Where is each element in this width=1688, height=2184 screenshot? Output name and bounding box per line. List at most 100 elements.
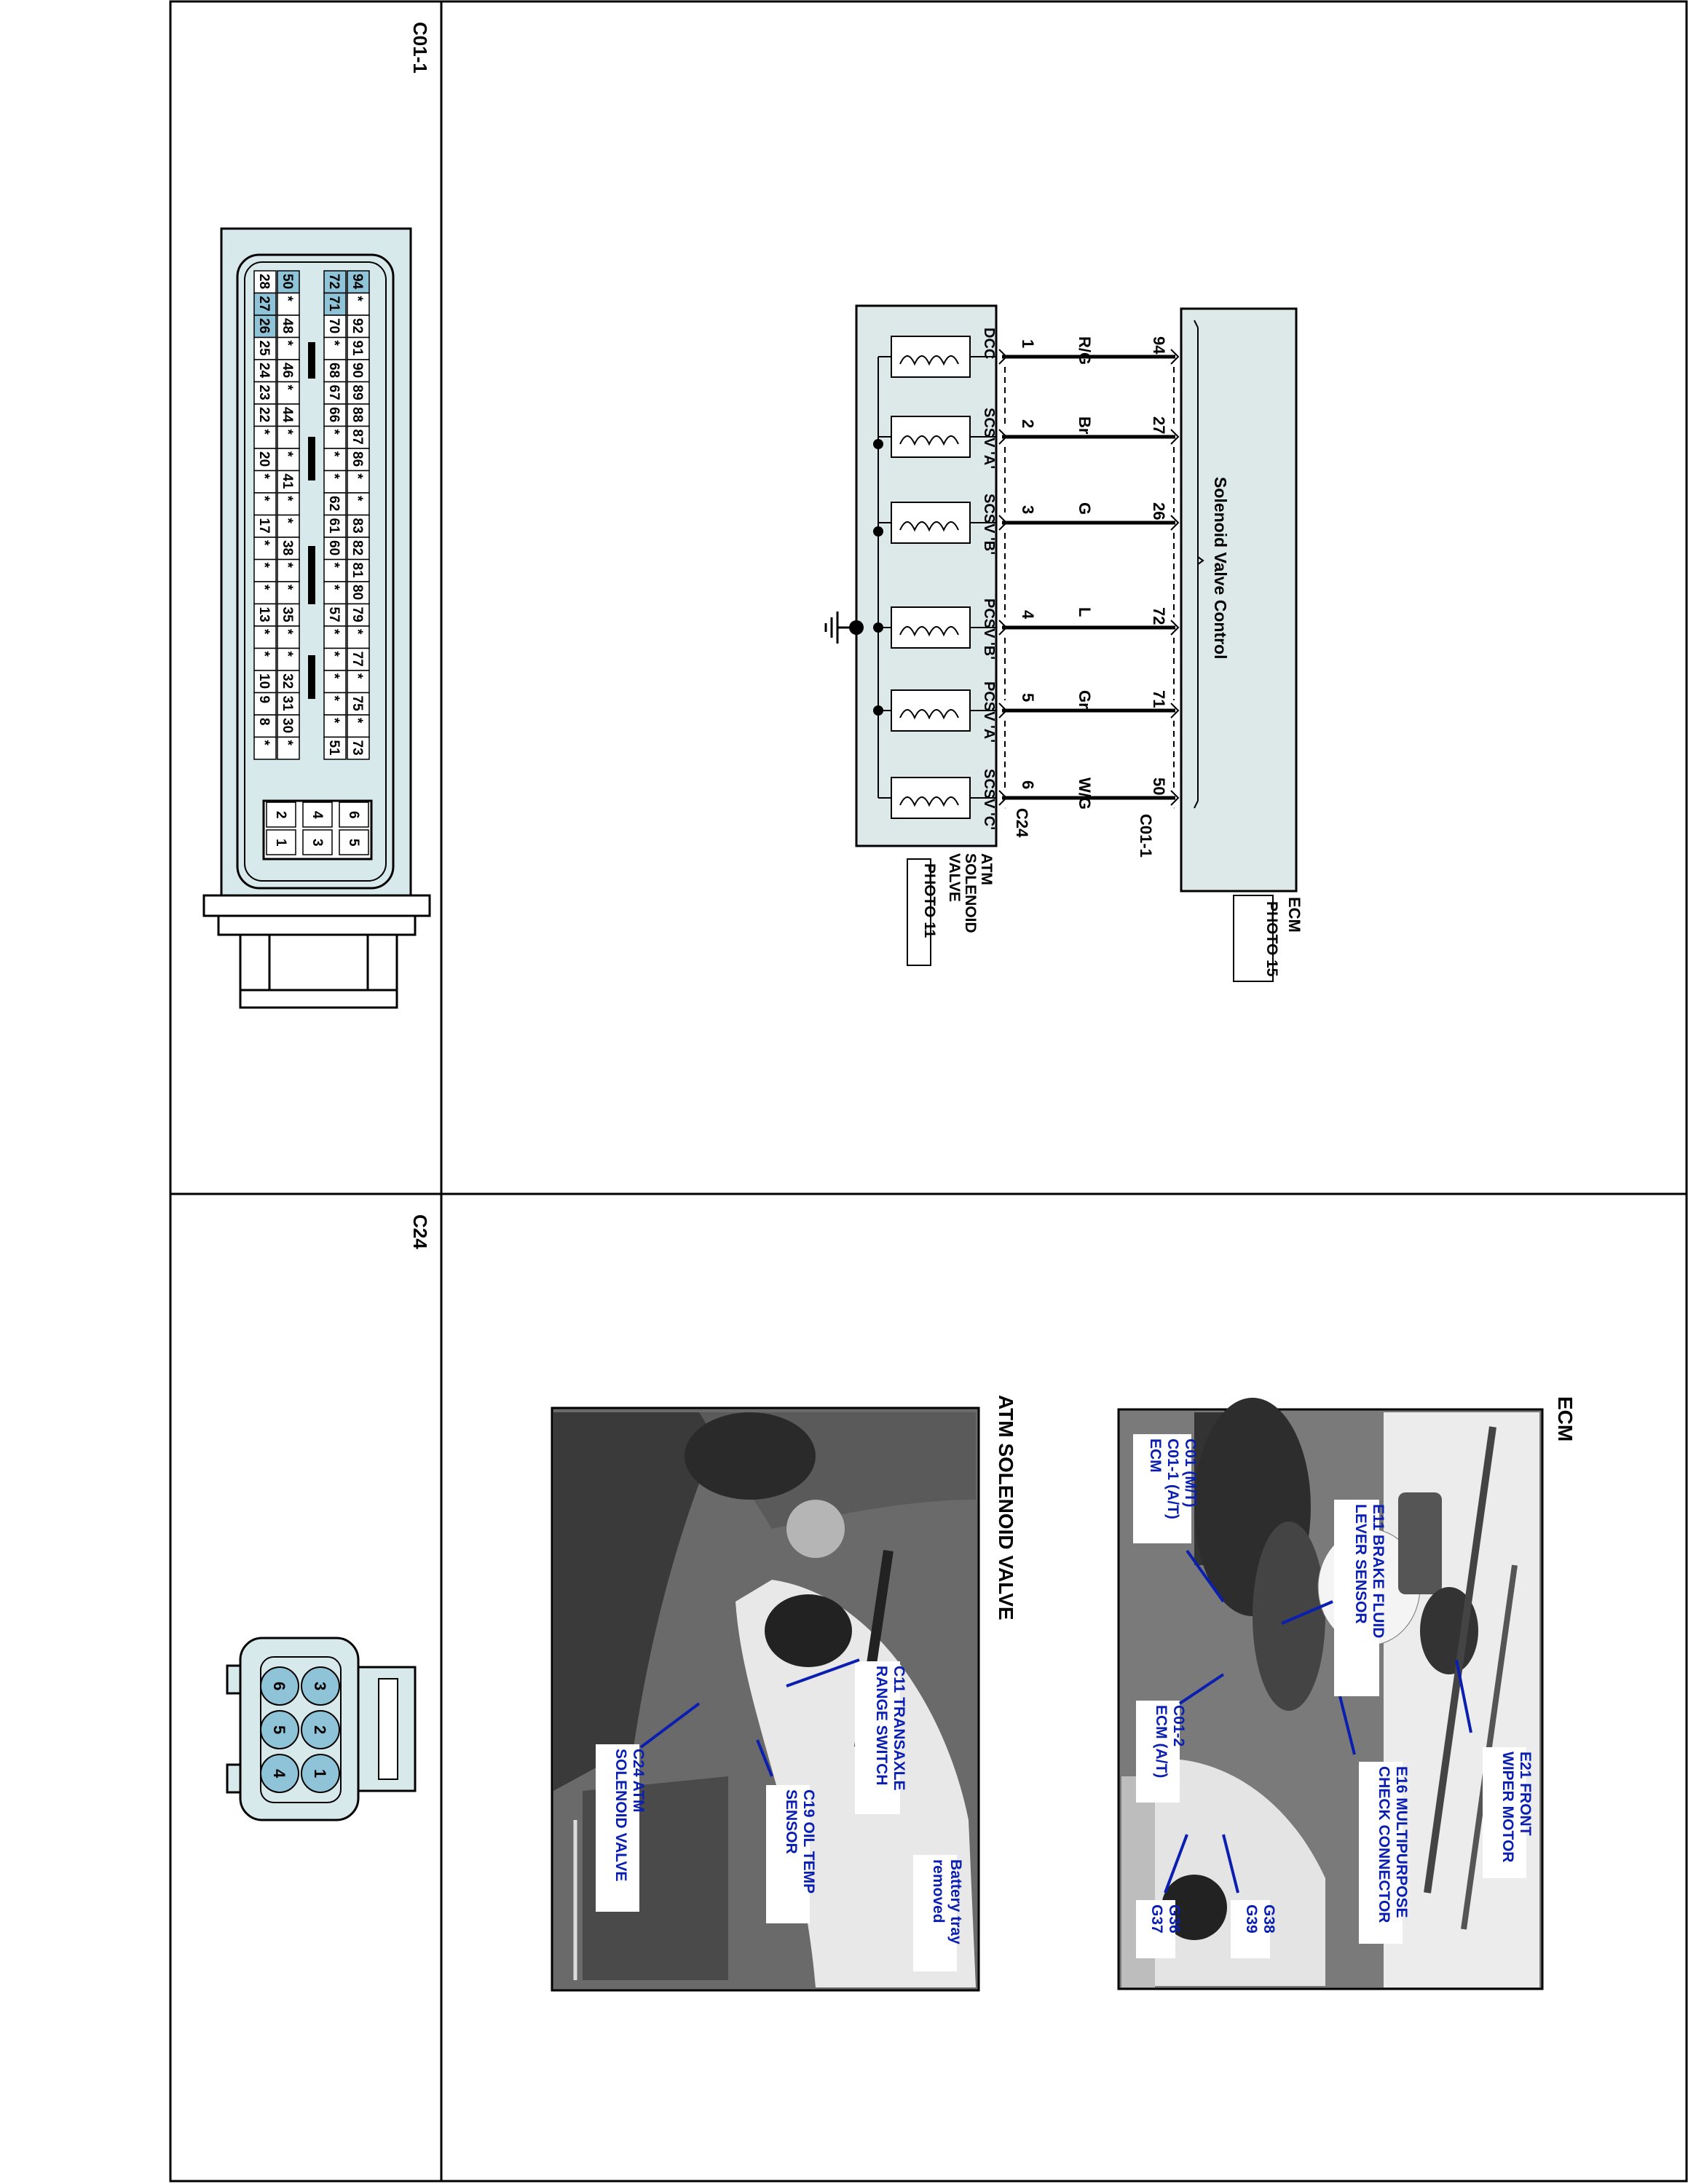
c01-1-pin-cell — [323, 647, 347, 671]
c01-1-pin-cell — [277, 403, 300, 427]
c01-1-pin-label: * — [280, 563, 295, 569]
c01-1-key-bar — [308, 437, 315, 480]
c01-1-pin-label: 35 — [280, 607, 295, 623]
c01-1-pin-cell — [347, 270, 370, 294]
solenoid-name: SCSV 'B' — [981, 494, 997, 555]
c01-1-pin-label: 46 — [280, 363, 295, 378]
atm-pin-number: 4 — [1019, 610, 1037, 620]
c24-pin-label: 4 — [270, 1769, 288, 1779]
atm-pin-number: 2 — [1019, 419, 1037, 428]
c01-1-connector: 94*92919089888786**8382818079*77*75*7372… — [202, 227, 431, 1009]
c01-1-pin-cell — [253, 558, 277, 582]
callout-c24-l2: SOLENOID VALVE — [612, 1749, 629, 1881]
ecm-pin-number: 50 — [1150, 778, 1168, 795]
c01-1-pin-label: * — [326, 563, 342, 569]
c01-1-small-pin-label: 6 — [346, 811, 361, 819]
ecm-terminal — [1170, 349, 1180, 365]
junction-dot — [873, 526, 883, 537]
callout-wiper-l2: WIPER MOTOR — [1499, 1752, 1516, 1862]
c01-1-pin-label: * — [256, 496, 272, 502]
c01-1-pin-label: 13 — [256, 607, 272, 622]
c01-1-pin-label: * — [350, 629, 365, 635]
atm-terminal — [998, 703, 1008, 719]
c01-1-pin-cell — [253, 359, 277, 383]
solenoid-name: PCSV 'B' — [981, 598, 997, 660]
solenoid-name: PCSV 'A' — [981, 681, 997, 743]
c01-1-key-bar — [308, 655, 315, 699]
c01-1-pin-label: 80 — [350, 585, 365, 600]
ecm-pin-number: 27 — [1150, 416, 1168, 434]
ecm-terminal — [1170, 790, 1180, 806]
ecm-name: ECM — [1285, 897, 1304, 933]
c01-1-pin-label: 9 — [256, 696, 272, 704]
callout-g36: G36 — [1166, 1904, 1183, 1934]
c01-1-pin-label: 31 — [280, 696, 295, 712]
ecm-terminal — [1170, 515, 1180, 531]
c01-1-pin-cell — [323, 537, 347, 561]
c01-1-pin-label: * — [326, 585, 342, 590]
callout-c012-l1: C01-2 — [1170, 1705, 1187, 1746]
c01-1-small-pin-cell — [302, 802, 333, 828]
c01-1-pin-cell — [277, 270, 300, 294]
c01-1-pin-label: 94 — [350, 274, 365, 290]
c01-1-small-pin-label: 2 — [273, 811, 288, 819]
c01-1-pin-cell — [347, 425, 370, 449]
c24-pin-label: 3 — [311, 1682, 329, 1690]
c01-1-pin-cell — [253, 336, 277, 360]
atm-pin-number: 6 — [1019, 780, 1037, 789]
c01-1-pin-label: * — [326, 451, 342, 457]
c01-1-pin-cell — [347, 714, 370, 738]
c01-1-pin-label: 61 — [326, 518, 342, 534]
solenoid-coil-box — [891, 502, 971, 544]
callout-g37: G37 — [1148, 1904, 1165, 1934]
atm-photo-title: ATM SOLENOID VALVE — [995, 1395, 1017, 1621]
solenoid-coil-icon — [899, 521, 959, 532]
c01-1-pin-label: 79 — [350, 607, 365, 622]
page-frame — [169, 0, 1688, 2183]
control-brace — [1194, 320, 1204, 809]
c01-1-pin-label: 90 — [350, 363, 365, 378]
c01-1-pin-label: 89 — [350, 385, 365, 400]
c01-1-pin-label: * — [326, 696, 342, 702]
c01-1-pin-cell — [277, 336, 300, 360]
wire-color-label: G — [1076, 502, 1094, 515]
solenoid-coil-box — [891, 336, 971, 378]
callout-battery-l2: removed — [930, 1859, 947, 1923]
c01-1-small-pin-label: 3 — [309, 839, 325, 847]
c01-1-pin-cell — [347, 537, 370, 561]
c01-1-pin-label: 27 — [256, 296, 272, 312]
c01-1-pin-label: * — [326, 652, 342, 657]
ecm-pin-number: 71 — [1150, 690, 1168, 708]
c01-1-pin-label: * — [280, 430, 295, 435]
ecm-photo-box — [1233, 895, 1274, 982]
c01-1-pin-label: 67 — [326, 385, 342, 400]
c01-1-pin-label: 68 — [326, 363, 342, 378]
c01-1-pin-cell — [323, 381, 347, 405]
c01-1-pin-label: 60 — [326, 540, 342, 555]
c24-connector-label: C24 — [409, 1214, 431, 1249]
atm-name-line3: VALVE — [946, 853, 963, 902]
c01-1-pin-label: * — [256, 540, 272, 546]
c01-1-pin-label: 44 — [280, 407, 295, 423]
c01-1-pin-label: * — [280, 652, 295, 657]
c01-1-small-pin-cell — [302, 829, 333, 855]
c01-1-pin-cell — [253, 736, 277, 760]
c01-1-pin-label: * — [280, 341, 295, 347]
atm-pin-number: 5 — [1019, 693, 1037, 702]
c01-1-pin-cell — [277, 558, 300, 582]
c01-1-pin-label: 81 — [350, 563, 365, 579]
junction-dot — [873, 439, 883, 449]
ecm-connector-label: C01-1 — [1137, 814, 1155, 858]
c01-1-pin-label: 30 — [280, 718, 295, 733]
callout-c19-l1: C19 OIL TEMP — [800, 1789, 817, 1894]
c01-1-pin-label: * — [280, 496, 295, 502]
c01-1-pin-cell — [277, 314, 300, 339]
solenoid-coil-box — [891, 606, 971, 649]
c01-1-pin-label: 72 — [326, 274, 342, 289]
c01-1-pin-label: * — [280, 585, 295, 590]
c01-1-pin-label: * — [326, 629, 342, 635]
